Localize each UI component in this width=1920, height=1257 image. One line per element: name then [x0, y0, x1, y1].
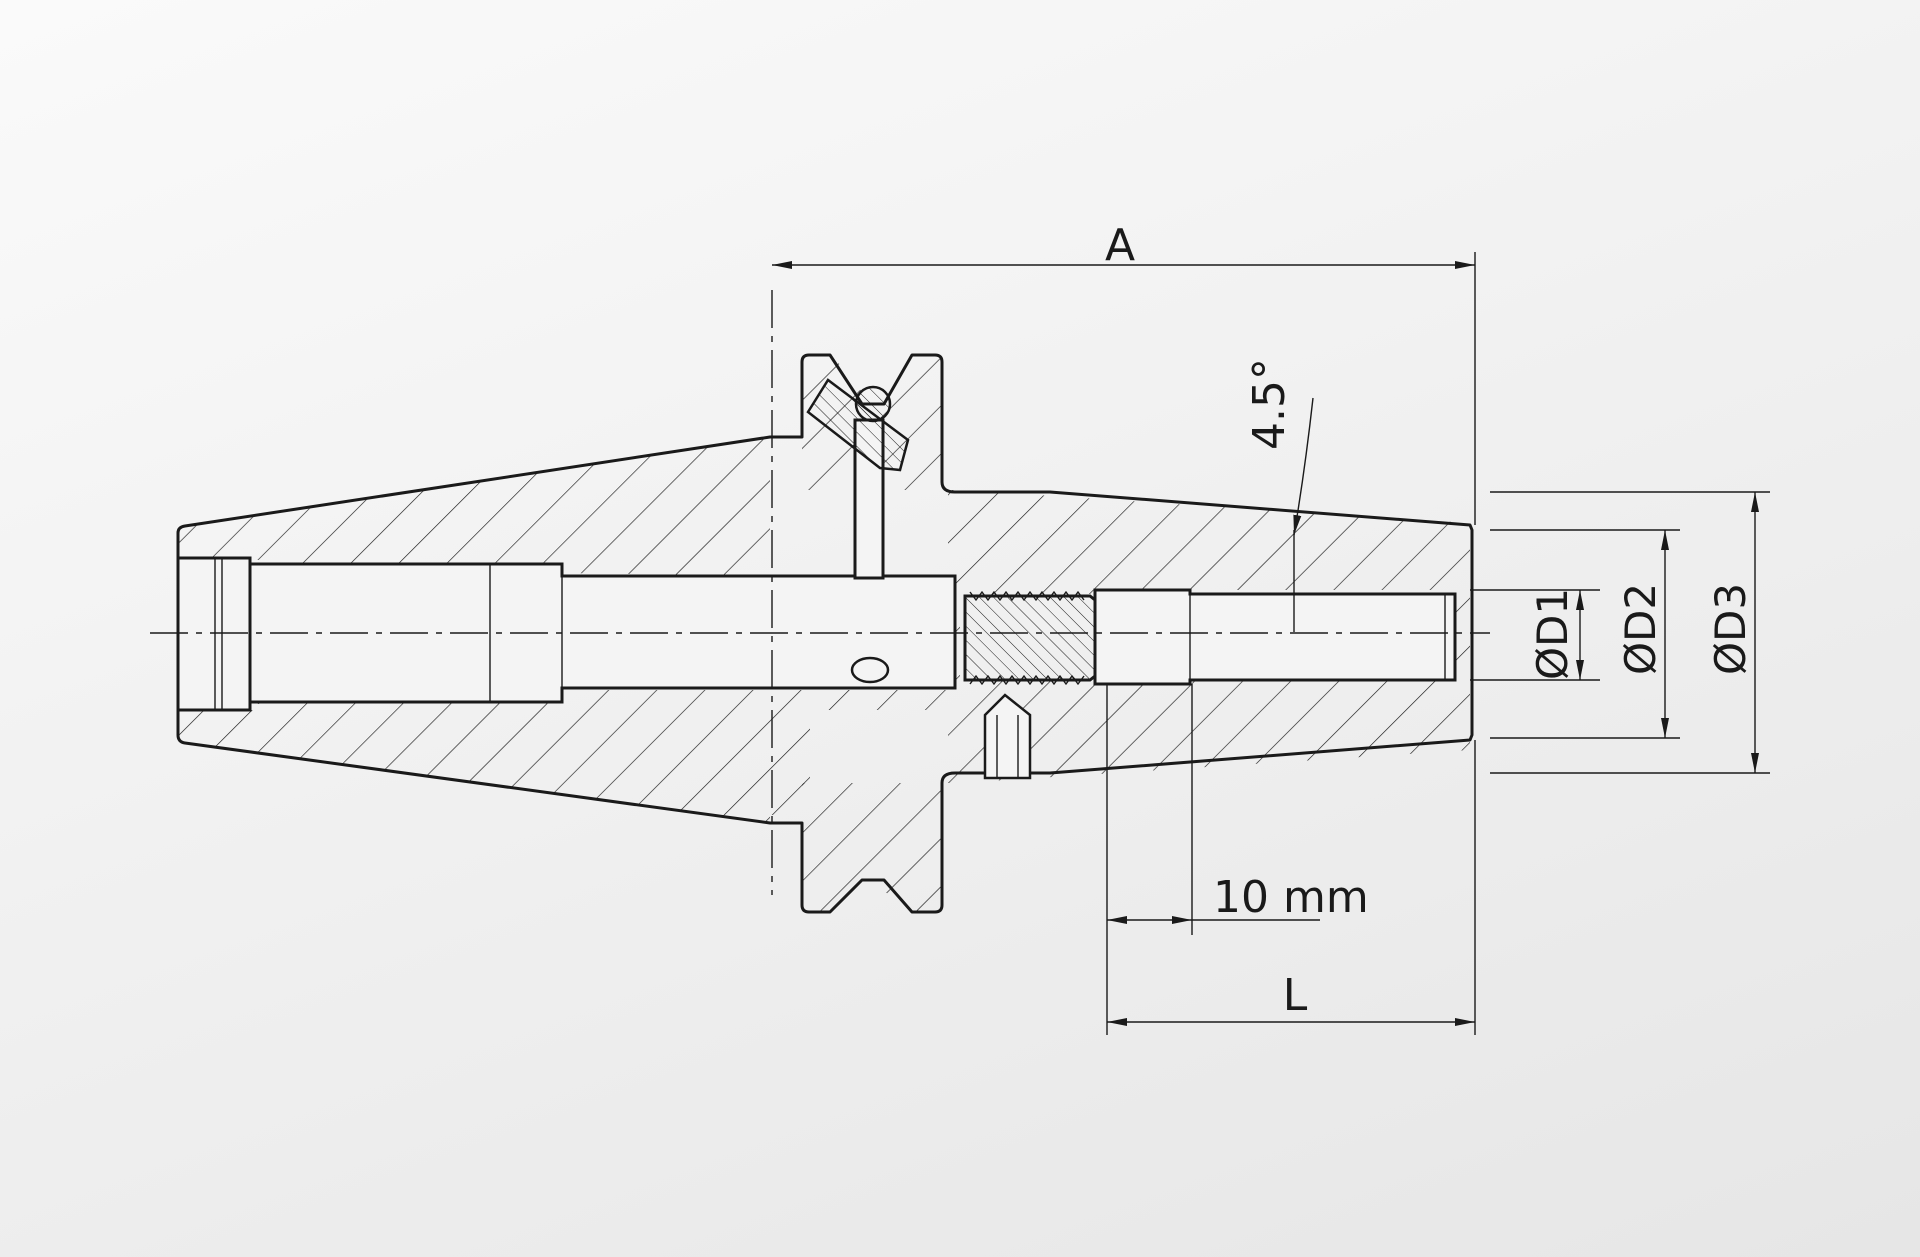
holder-body-section: [178, 355, 1470, 912]
drive-key: [983, 693, 1032, 780]
dimension-d2: ØD2: [1490, 529, 1680, 739]
set-screw: [806, 378, 910, 472]
dimension-l: L: [1107, 740, 1476, 1035]
d2-label: ØD2: [1616, 583, 1665, 675]
threaded-insert: [963, 590, 1097, 686]
angle-label: 4.5°: [1244, 358, 1295, 450]
d1-label: ØD1: [1528, 588, 1577, 680]
d3-label: ØD3: [1706, 583, 1755, 675]
dimension-angle: 4.5°: [1244, 358, 1314, 632]
dimension-d3: ØD3: [1490, 491, 1770, 774]
dimension-a-label: A: [1105, 220, 1135, 271]
holder-outline: [176, 353, 1474, 914]
dimension-a: A: [772, 220, 1476, 525]
offset-10mm-label: 10 mm: [1213, 872, 1369, 923]
dimension-10mm: 10 mm: [1106, 684, 1369, 1035]
dimension-l-label: L: [1283, 970, 1308, 1021]
dimension-d1: ØD1: [1470, 588, 1600, 681]
